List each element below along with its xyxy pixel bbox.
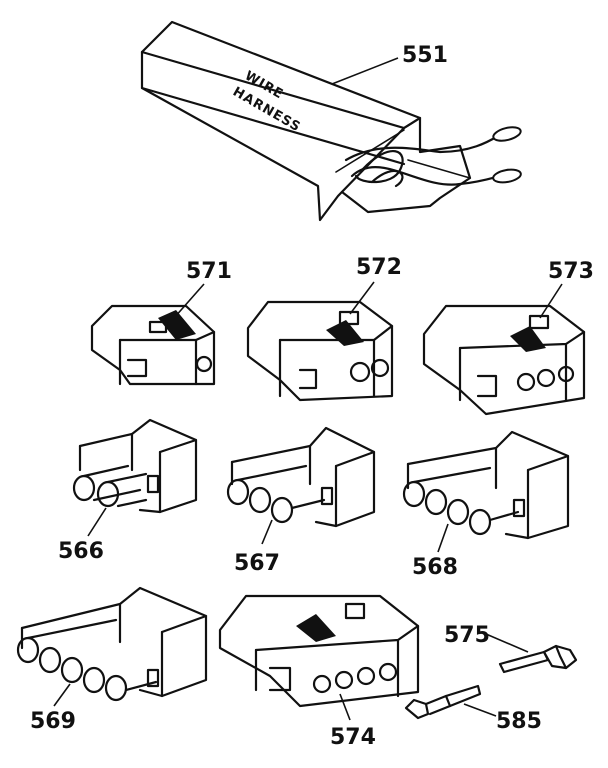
part-574-connector (218, 594, 420, 721)
callout-567: 567 (234, 551, 280, 576)
callout-571: 571 (186, 259, 232, 284)
part-585-terminal (404, 684, 497, 720)
callout-551: 551 (402, 43, 448, 68)
part-575-terminal (485, 633, 578, 674)
callout-585: 585 (496, 709, 542, 734)
callout-573: 573 (548, 259, 594, 284)
callout-574: 574 (330, 725, 376, 750)
part-571-connector (90, 283, 216, 386)
harness-terminal-lower (492, 168, 522, 184)
callout-569: 569 (30, 709, 76, 734)
part-566-connector (72, 418, 198, 537)
callout-568: 568 (412, 555, 458, 580)
callout-572: 572 (356, 255, 402, 280)
callout-566: 566 (58, 539, 104, 564)
part-551-wire-harness: WIRE HARNESS (140, 20, 522, 222)
callout-575: 575 (444, 623, 490, 648)
part-572-connector (246, 281, 394, 402)
part-573-connector (422, 283, 586, 416)
part-569-connector (16, 586, 208, 707)
harness-terminal-upper (492, 126, 522, 142)
part-568-connector (402, 430, 570, 553)
part-567-connector (226, 426, 376, 545)
